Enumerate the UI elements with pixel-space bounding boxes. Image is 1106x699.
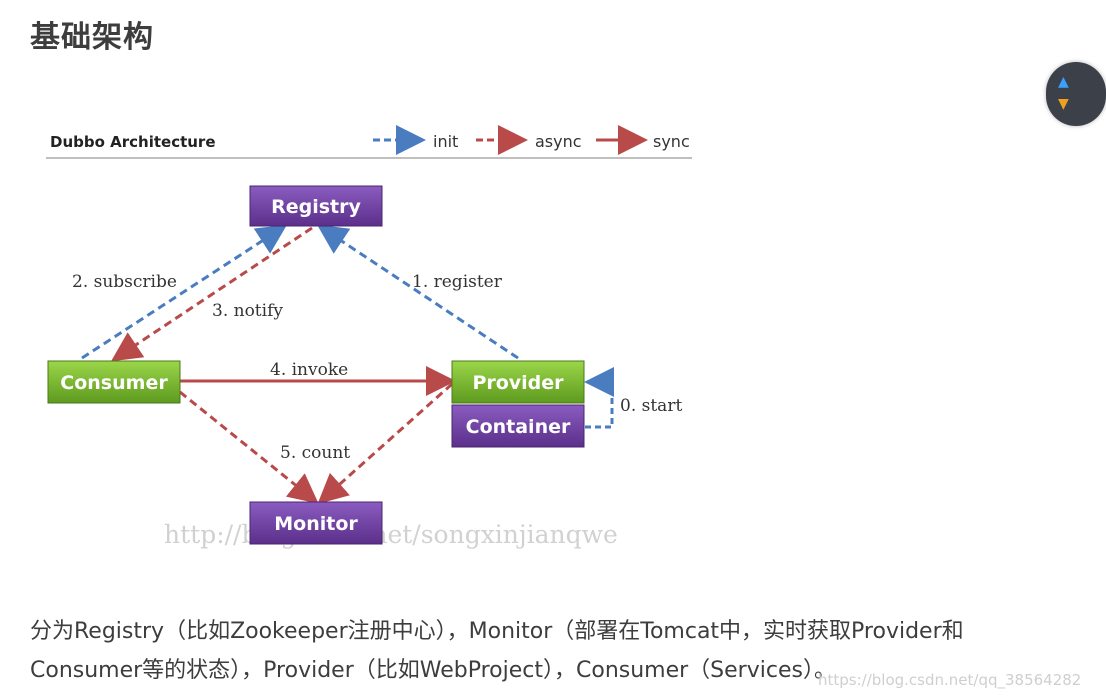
legend-async-label: async xyxy=(535,132,582,151)
node-provider-label: Provider xyxy=(472,372,564,394)
arrow-up-icon: ▲ xyxy=(1058,74,1069,90)
node-container: Container xyxy=(451,404,585,448)
edge-count-provider xyxy=(317,382,453,504)
image-watermark: http://blog.csdn.net/songxinjianqwe xyxy=(164,520,618,549)
page-title: 基础架构 xyxy=(30,20,154,55)
node-consumer-label: Consumer xyxy=(60,372,168,394)
node-provider: Provider xyxy=(451,360,585,404)
legend-init-label: init xyxy=(433,132,458,151)
edge-start xyxy=(584,367,614,429)
node-container-label: Container xyxy=(466,416,571,438)
edge-label-notify: 3. notify xyxy=(212,301,283,321)
node-monitor: Monitor xyxy=(249,501,383,545)
edge-label-count: 5. count xyxy=(280,443,350,463)
node-monitor-label: Monitor xyxy=(274,513,358,535)
edge-count-consumer xyxy=(179,390,319,504)
edge-label-register: 1. register xyxy=(412,272,503,292)
footer-watermark: https://blog.csdn.net/qq_38564282 xyxy=(818,671,1082,689)
edge-label-invoke: 4. invoke xyxy=(270,360,348,380)
node-registry: Registry xyxy=(249,185,383,227)
legend: init async sync xyxy=(373,125,690,155)
edge-label-start: 0. start xyxy=(620,396,682,416)
node-registry-label: Registry xyxy=(271,196,361,218)
edges xyxy=(81,224,614,504)
arrow-down-icon: ▼ xyxy=(1058,96,1069,112)
edge-register xyxy=(316,224,519,360)
node-consumer: Consumer xyxy=(47,360,181,404)
scroll-toggle-button[interactable]: ▲ ▼ xyxy=(1046,62,1106,126)
edge-notify xyxy=(110,226,313,362)
dubbo-architecture-diagram: Dubbo Architecture init async sync http:… xyxy=(46,125,692,549)
edge-subscribe xyxy=(81,224,288,360)
description-paragraph: 分为Registry（比如Zookeeper注册中心），Monitor（部署在T… xyxy=(30,619,964,683)
diagram-title: Dubbo Architecture xyxy=(50,133,216,151)
edge-label-subscribe: 2. subscribe xyxy=(72,272,177,292)
legend-sync-label: sync xyxy=(653,132,690,151)
